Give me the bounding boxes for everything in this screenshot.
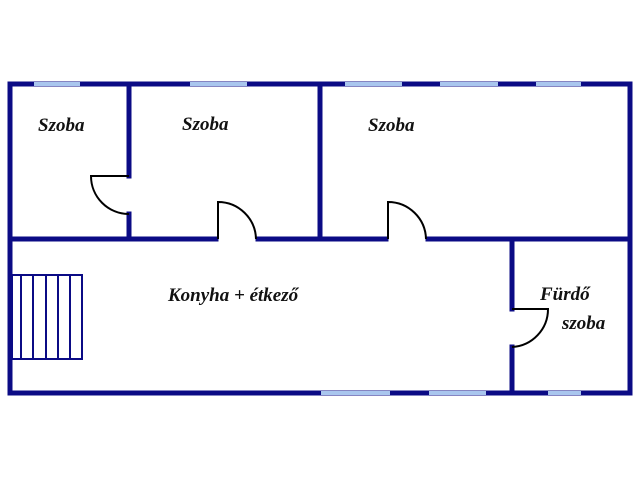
walls [7, 81, 633, 396]
room-label-bathroom-1: Fürdő [539, 284, 591, 305]
stairs [11, 274, 83, 360]
room-label-bathroom-2: szoba [561, 313, 606, 334]
door-room-3 [387, 200, 427, 240]
door-room-2 [217, 200, 257, 240]
doors [89, 175, 550, 348]
door-bathroom [511, 308, 550, 348]
room-label-szoba-2: Szoba [182, 114, 229, 135]
room-label-kitchen: Konyha + étkező [167, 285, 300, 306]
room-label-szoba-3: Szoba [368, 115, 415, 136]
windows [34, 82, 581, 395]
room-label-szoba-1: Szoba [38, 115, 85, 136]
door-room-1 [89, 175, 130, 215]
